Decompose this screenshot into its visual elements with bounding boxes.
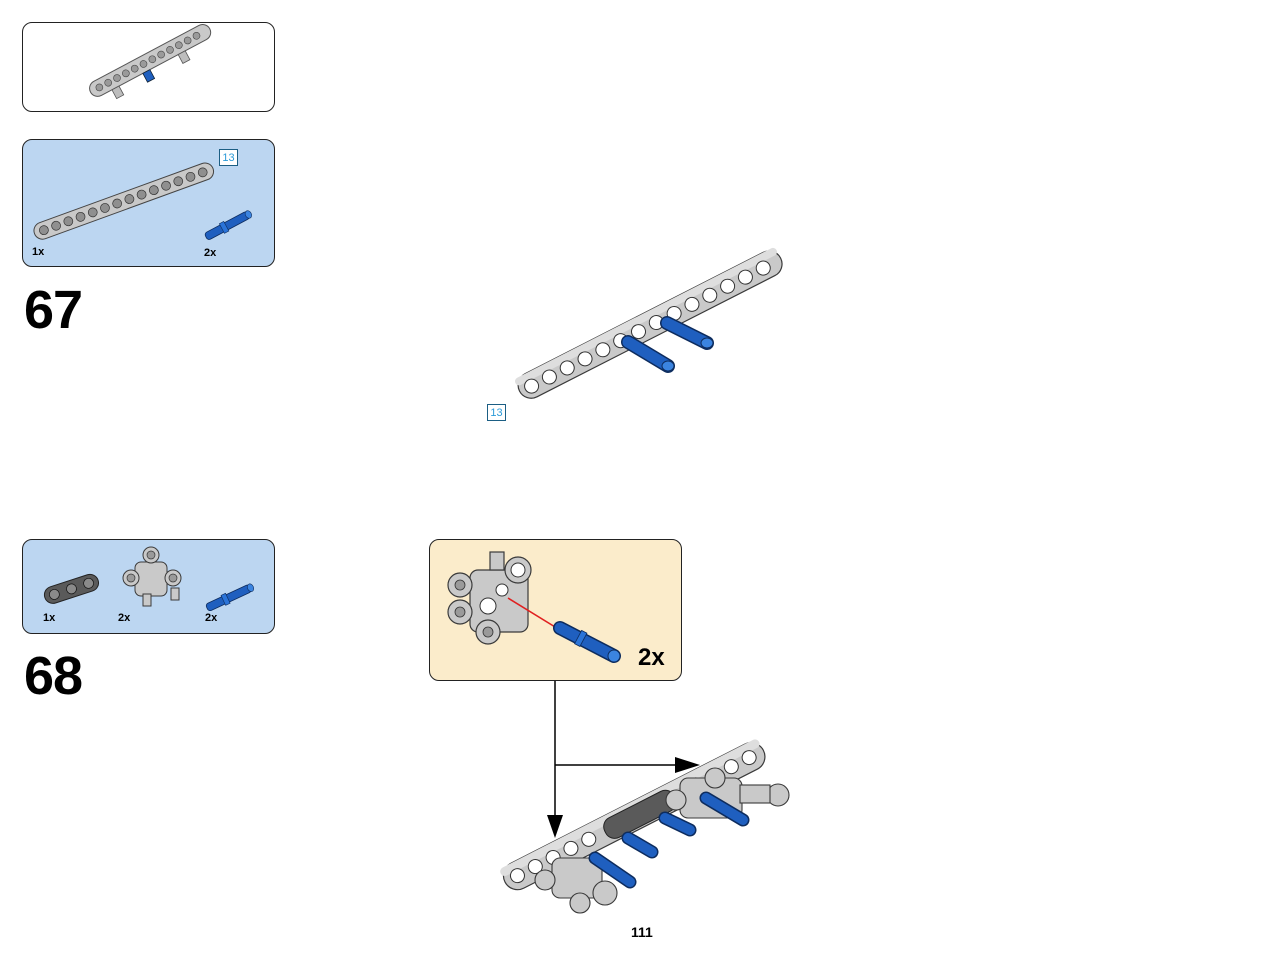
connector-icon: [122, 546, 182, 607]
sub-assembly-callout: 2x: [429, 539, 682, 681]
blue-pin-2: [660, 316, 714, 350]
previous-assembly-panel: [22, 22, 275, 112]
placement-arrows: [547, 681, 700, 838]
blue-pins: [588, 791, 750, 889]
blue-pin-icon: [553, 621, 621, 663]
blue-pin-icon: [204, 210, 252, 240]
blue-pin-1: [621, 335, 675, 373]
connector-with-pin-icon: [447, 551, 621, 663]
part-qty-beam: 1x: [32, 246, 45, 258]
parts-list-step-67: 13 1x 2x: [22, 139, 275, 267]
part-qty-connector: 2x: [118, 612, 131, 624]
length-badge: 13: [219, 149, 238, 166]
blue-pin-icon: [205, 583, 255, 612]
connector-left: [534, 857, 618, 914]
step-number-68: 68: [24, 646, 83, 706]
previous-assembly-icon: [89, 23, 212, 100]
part-qty-dark-beam: 1x: [43, 612, 56, 624]
part-qty-pin: 2x: [204, 247, 217, 259]
step-number-67: 67: [24, 280, 83, 340]
gray-beam-icon: [33, 162, 215, 240]
part-qty-pin: 2x: [205, 612, 218, 624]
main-length-badge: 13: [487, 404, 506, 421]
connector-right: [665, 767, 790, 819]
page-number: 111: [631, 924, 653, 940]
callout-quantity: 2x: [638, 644, 665, 671]
dark-beam-icon: [43, 573, 100, 604]
parts-list-step-68: 1x 2x 2x: [22, 539, 275, 634]
